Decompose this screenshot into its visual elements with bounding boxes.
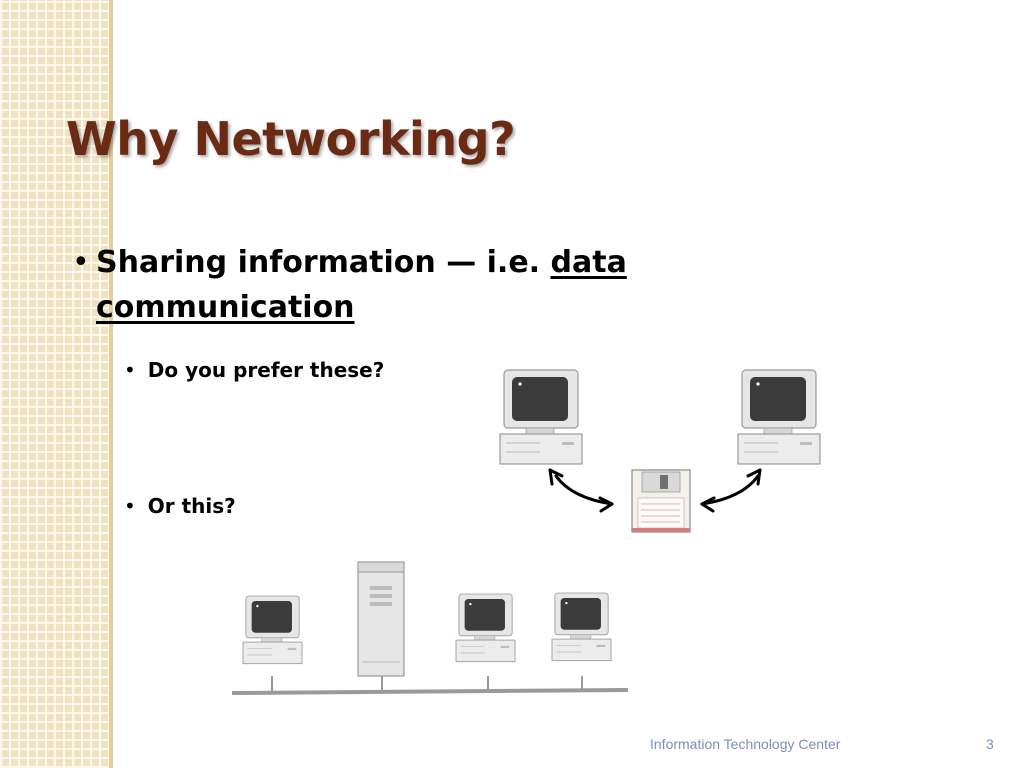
desktop-computer-icon	[499, 369, 583, 465]
desktop-computer-icon	[455, 593, 516, 663]
double-arrow-icon	[700, 468, 762, 513]
decorative-side-band	[0, 0, 113, 768]
bullet-dot: •	[124, 358, 136, 382]
bullet-dot: •	[72, 245, 90, 280]
network-bus-line	[231, 676, 629, 695]
floppy-disk-icon	[631, 469, 691, 533]
desktop-computer-icon	[551, 592, 612, 662]
bullet-dot: •	[124, 494, 136, 518]
underlined-term-data: data	[550, 245, 627, 280]
sub-bullet-1: • Do you prefer these?	[124, 358, 384, 382]
main-bullet: • Sharing information — i.e. data communi…	[72, 240, 712, 330]
slide-number: 3	[986, 736, 994, 752]
desktop-computer-icon	[737, 369, 821, 465]
double-arrow-icon	[548, 468, 614, 513]
underlined-term-communication: communication	[96, 290, 355, 325]
main-bullet-prefix: Sharing information — i.e.	[96, 245, 551, 280]
server-tower-icon	[357, 561, 405, 677]
sub-bullet-2-text: Or this?	[147, 494, 236, 518]
main-bullet-text: Sharing information — i.e. data communica…	[96, 240, 712, 330]
slide-title: Why Networking?	[66, 112, 516, 166]
sub-bullet-1-text: Do you prefer these?	[147, 358, 385, 382]
desktop-computer-icon	[242, 595, 303, 665]
sub-bullet-2: • Or this?	[124, 494, 236, 518]
footer-organization: Information Technology Center	[650, 736, 841, 752]
